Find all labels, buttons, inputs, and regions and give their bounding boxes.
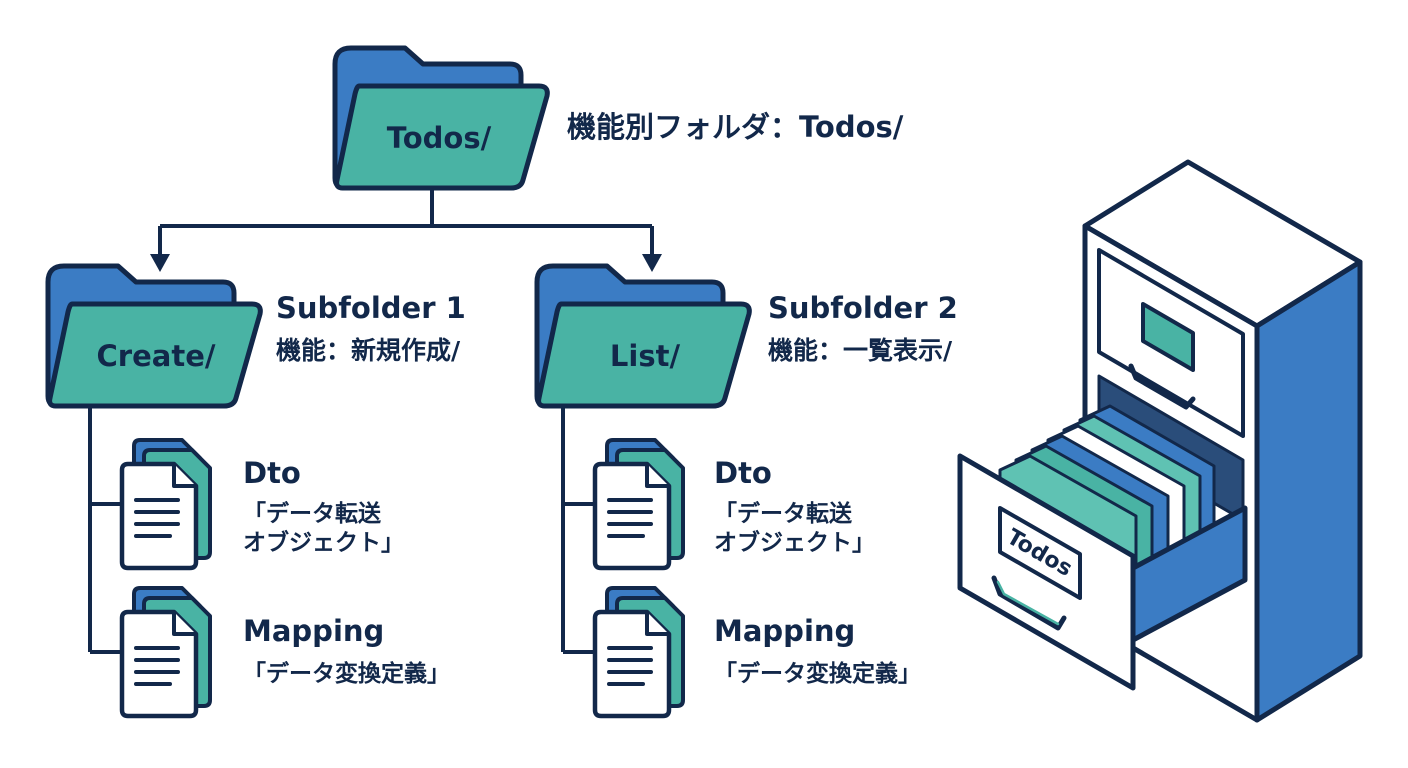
list-dto-name: Dto — [714, 456, 772, 490]
create-mapping-name: Mapping — [243, 614, 385, 648]
root-folder-label: Todos/ — [387, 121, 492, 155]
create-folder-label: Create/ — [97, 339, 216, 373]
list-mapping-document-icon — [595, 588, 683, 716]
subfolder-1-desc: 機能：新規作成/ — [276, 336, 461, 365]
tree-connectors — [88, 188, 654, 654]
arrowhead-right — [642, 254, 662, 272]
create-dto-name: Dto — [243, 456, 301, 490]
root-folder-icon: Todos/ — [335, 48, 547, 188]
list-folder-icon: List/ — [537, 266, 749, 406]
list-dto-document-icon — [595, 440, 683, 568]
subfolder-2-desc: 機能：一覧表示/ — [768, 336, 953, 365]
list-folder-label: List/ — [610, 339, 681, 373]
create-mapping-desc: 「データ変換定義」 — [243, 661, 450, 687]
list-dto-desc: 「データ転送 オブジェクト」 — [714, 501, 875, 556]
filing-cabinet-icon — [957, 159, 1363, 723]
root-caption: 機能別フォルダ：Todos/ — [567, 110, 904, 144]
arrowhead-left — [150, 254, 170, 272]
create-folder-icon: Create/ — [48, 266, 260, 406]
subfolder-1-title: Subfolder 1 — [276, 291, 466, 325]
list-mapping-name: Mapping — [714, 614, 856, 648]
list-mapping-desc: 「データ変換定義」 — [714, 661, 921, 687]
create-dto-document-icon — [122, 440, 210, 568]
subfolder-2-title: Subfolder 2 — [768, 291, 958, 325]
create-dto-desc: 「データ転送 オブジェクト」 — [243, 501, 404, 556]
create-mapping-document-icon — [122, 588, 210, 716]
